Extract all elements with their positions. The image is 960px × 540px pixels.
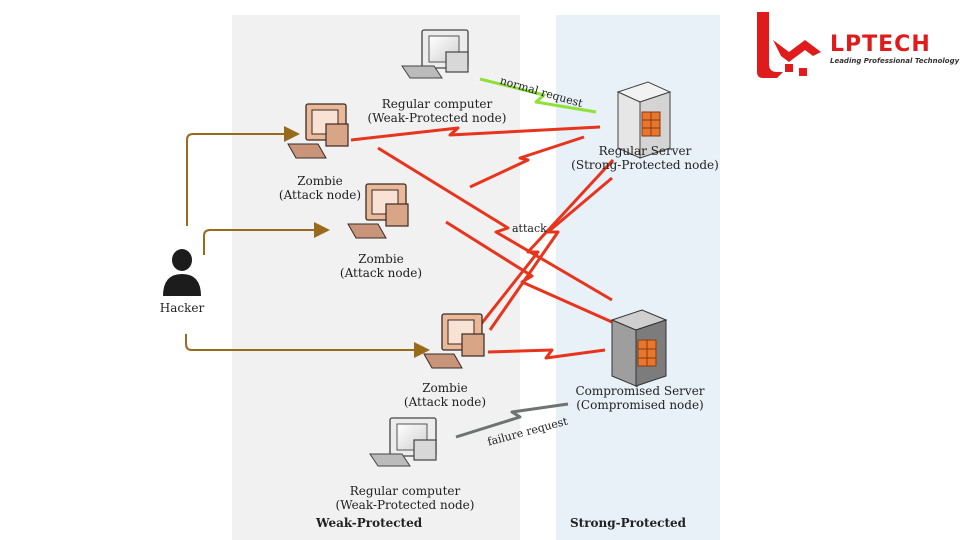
regular-computer-icon-bottom [369, 417, 437, 467]
control-link-zombie-3 [185, 334, 430, 358]
strong-protected-title: Strong-Protected [570, 516, 687, 530]
regular-computer-label-bottom: Regular computer (Weak-Protected node) [335, 484, 475, 512]
attack-link-zombie1-compromised-server [377, 146, 613, 302]
regular-server-icon [616, 81, 672, 159]
compromised-server-icon [610, 309, 668, 387]
hacker-label: Hacker [159, 301, 205, 315]
lptech-logo-text: LPTECH [830, 32, 931, 57]
zombie-computer-icon-2 [347, 183, 409, 239]
lptech-logo-mark [757, 12, 821, 78]
zombie-label-2: Zombie (Attack node) [339, 252, 423, 280]
control-links [185, 126, 430, 358]
attack-link-zombie2-regular-server [469, 135, 585, 189]
zombie-computer-icon-1 [287, 103, 349, 159]
attack-link-zombie1-regular-server [350, 125, 601, 142]
regular-server-label: Regular Server (Strong-Protected node) [571, 144, 719, 172]
attack-link-zombie3-regular-server [476, 158, 615, 329]
hacker-icon [163, 249, 201, 296]
attack-link-zombie3-regular-server-b [488, 176, 613, 331]
zombie-computer-icon-3 [423, 313, 485, 369]
regular-computer-label: Regular computer (Weak-Protected node) [367, 97, 507, 125]
weak-protected-zone [232, 15, 520, 540]
attack-link-zombie3-compromised-server [487, 348, 606, 360]
control-link-zombie-1 [186, 126, 300, 226]
weak-protected-title: Weak-Protected [316, 516, 423, 530]
zombie-label-1: Zombie (Attack node) [278, 174, 362, 202]
compromised-server-label: Compromised Server (Compromised node) [575, 384, 705, 412]
zombie-label-3: Zombie (Attack node) [403, 381, 487, 409]
normal-request-link [479, 77, 597, 114]
attack-links [350, 125, 615, 360]
attack-label: attack [512, 222, 547, 235]
lptech-tagline: Leading Professional Technology [830, 57, 960, 65]
control-link-zombie-2 [203, 222, 330, 255]
failure-request-link [455, 402, 569, 439]
regular-computer-icon [401, 29, 469, 79]
